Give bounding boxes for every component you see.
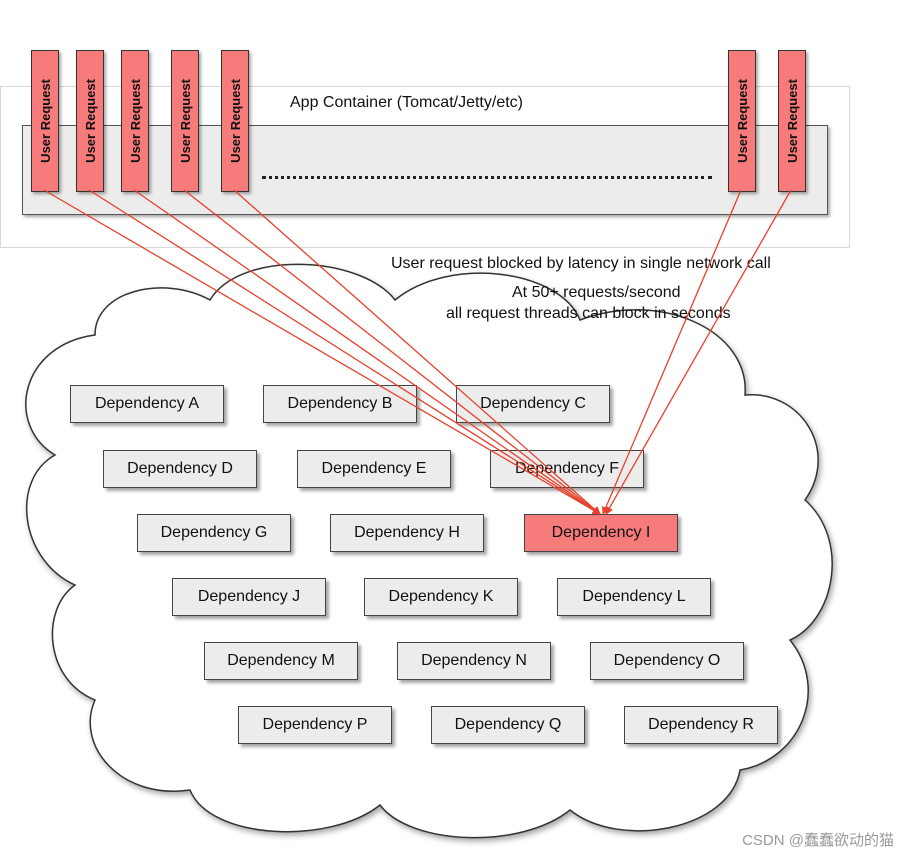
dependency-b: Dependency B bbox=[263, 385, 417, 423]
dependency-d: Dependency D bbox=[103, 450, 257, 488]
app-container-inner bbox=[22, 125, 828, 215]
watermark: CSDN @蠢蠢欲动的猫 bbox=[742, 832, 894, 849]
user-request-6: User Request bbox=[728, 50, 756, 192]
arrow-request-2 bbox=[88, 189, 601, 515]
dependency-q: Dependency Q bbox=[431, 706, 585, 744]
user-request-7: User Request bbox=[778, 50, 806, 192]
arrow-request-6 bbox=[602, 189, 742, 515]
dependency-k: Dependency K bbox=[364, 578, 518, 616]
dependency-a: Dependency A bbox=[70, 385, 224, 423]
dependency-i-highlighted: Dependency I bbox=[524, 514, 678, 552]
arrow-request-4 bbox=[183, 189, 601, 515]
user-request-2: User Request bbox=[76, 50, 104, 192]
dependency-p: Dependency P bbox=[238, 706, 392, 744]
caption-blocked: User request blocked by latency in singl… bbox=[391, 255, 771, 272]
dependency-n: Dependency N bbox=[397, 642, 551, 680]
dependency-j: Dependency J bbox=[172, 578, 326, 616]
ellipsis-dots bbox=[262, 176, 712, 179]
caption-rate: At 50+ requests/second bbox=[512, 284, 681, 301]
app-container-label: App Container (Tomcat/Jetty/etc) bbox=[290, 94, 523, 111]
caption-threads: all request threads can block in seconds bbox=[446, 305, 731, 322]
dependency-h: Dependency H bbox=[330, 514, 484, 552]
dependency-g: Dependency G bbox=[137, 514, 291, 552]
dependency-m: Dependency M bbox=[204, 642, 358, 680]
arrow-request-1 bbox=[43, 189, 601, 515]
user-request-3: User Request bbox=[121, 50, 149, 192]
arrow-request-3 bbox=[133, 189, 601, 515]
user-request-5: User Request bbox=[221, 50, 249, 192]
dependency-l: Dependency L bbox=[557, 578, 711, 616]
dependency-c: Dependency C bbox=[456, 385, 610, 423]
arrow-request-5 bbox=[233, 189, 601, 515]
user-request-4: User Request bbox=[171, 50, 199, 192]
dependency-r: Dependency R bbox=[624, 706, 778, 744]
user-request-1: User Request bbox=[31, 50, 59, 192]
dependency-o: Dependency O bbox=[590, 642, 744, 680]
dependency-e: Dependency E bbox=[297, 450, 451, 488]
arrow-request-7 bbox=[605, 189, 792, 515]
